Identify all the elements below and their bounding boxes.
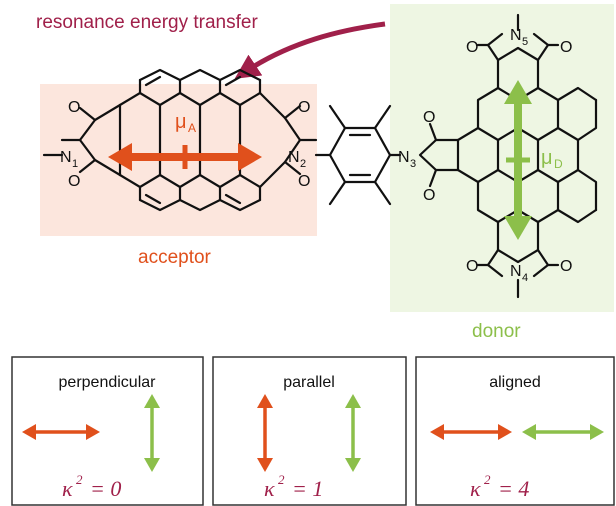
panel-perpendicular-donor-arrow	[144, 394, 160, 472]
donor-dipole-symbol: μ	[541, 147, 553, 169]
panel-perpendicular-acceptor-arrow	[22, 424, 100, 440]
panel-parallel: parallel κ 2 = 1	[212, 356, 407, 506]
donor-o-left-top: O	[423, 109, 435, 126]
acceptor-dipole-symbol: μ	[175, 111, 187, 133]
panel-aligned-donor-arrow	[522, 424, 604, 440]
panel-aligned: aligned κ 2 = 4	[415, 356, 615, 506]
panel-perpendicular-kappa: κ	[62, 476, 73, 501]
acceptor-dipole-arrow	[108, 143, 262, 171]
panel-parallel-title: parallel	[283, 374, 335, 391]
acceptor-n1-index: 1	[72, 158, 78, 170]
donor-n3-index: 3	[410, 158, 416, 170]
panel-aligned-eq: = 4	[498, 476, 529, 501]
donor-dipole-arrow	[504, 80, 532, 240]
linker-structure	[328, 104, 402, 206]
donor-n5: N	[510, 27, 522, 44]
panel-perpendicular: perpendicular κ 2 = 0	[11, 356, 204, 506]
acceptor-n2-index: 2	[300, 158, 306, 170]
donor-dipole-sub: D	[554, 157, 563, 171]
panel-perpendicular-eq: = 0	[90, 476, 121, 501]
panel-parallel-acceptor-arrow	[257, 394, 273, 472]
panel-aligned-kappa: κ	[470, 476, 481, 501]
acceptor-n1: N	[60, 149, 72, 166]
transfer-arrow	[234, 21, 386, 79]
panel-parallel-exp: 2	[278, 472, 285, 487]
panel-parallel-eq: = 1	[292, 476, 323, 501]
panel-parallel-donor-arrow	[345, 394, 361, 472]
donor-o-top-right: O	[560, 39, 572, 56]
donor-o-bottom-right: O	[560, 258, 572, 275]
donor-o-left-bottom: O	[423, 187, 435, 204]
panel-aligned-acceptor-arrow	[430, 424, 512, 440]
transfer-label: resonance energy transfer	[36, 12, 258, 33]
panel-aligned-exp: 2	[484, 472, 491, 487]
acceptor-structure	[42, 68, 332, 212]
acceptor-label: acceptor	[138, 247, 212, 268]
acceptor-n2: N	[288, 149, 300, 166]
donor-o-bottom-left: O	[466, 258, 478, 275]
panel-perpendicular-title: perpendicular	[59, 374, 157, 391]
acceptor-o-bottom-left: O	[68, 173, 80, 190]
donor-o-top-left: O	[466, 39, 478, 56]
donor-label: donor	[472, 321, 521, 342]
acceptor-o-top-right: O	[298, 99, 310, 116]
acceptor-dipole-sub: A	[188, 121, 196, 135]
panel-parallel-kappa: κ	[264, 476, 275, 501]
panel-perpendicular-exp: 2	[76, 472, 83, 487]
donor-n4: N	[510, 263, 522, 280]
donor-n4-index: 4	[522, 272, 528, 284]
acceptor-o-bottom-right: O	[298, 173, 310, 190]
acceptor-o-top-left: O	[68, 99, 80, 116]
donor-n5-index: 5	[522, 36, 528, 48]
donor-n3: N	[398, 149, 410, 166]
panel-aligned-title: aligned	[489, 374, 541, 391]
donor-box	[390, 4, 614, 312]
